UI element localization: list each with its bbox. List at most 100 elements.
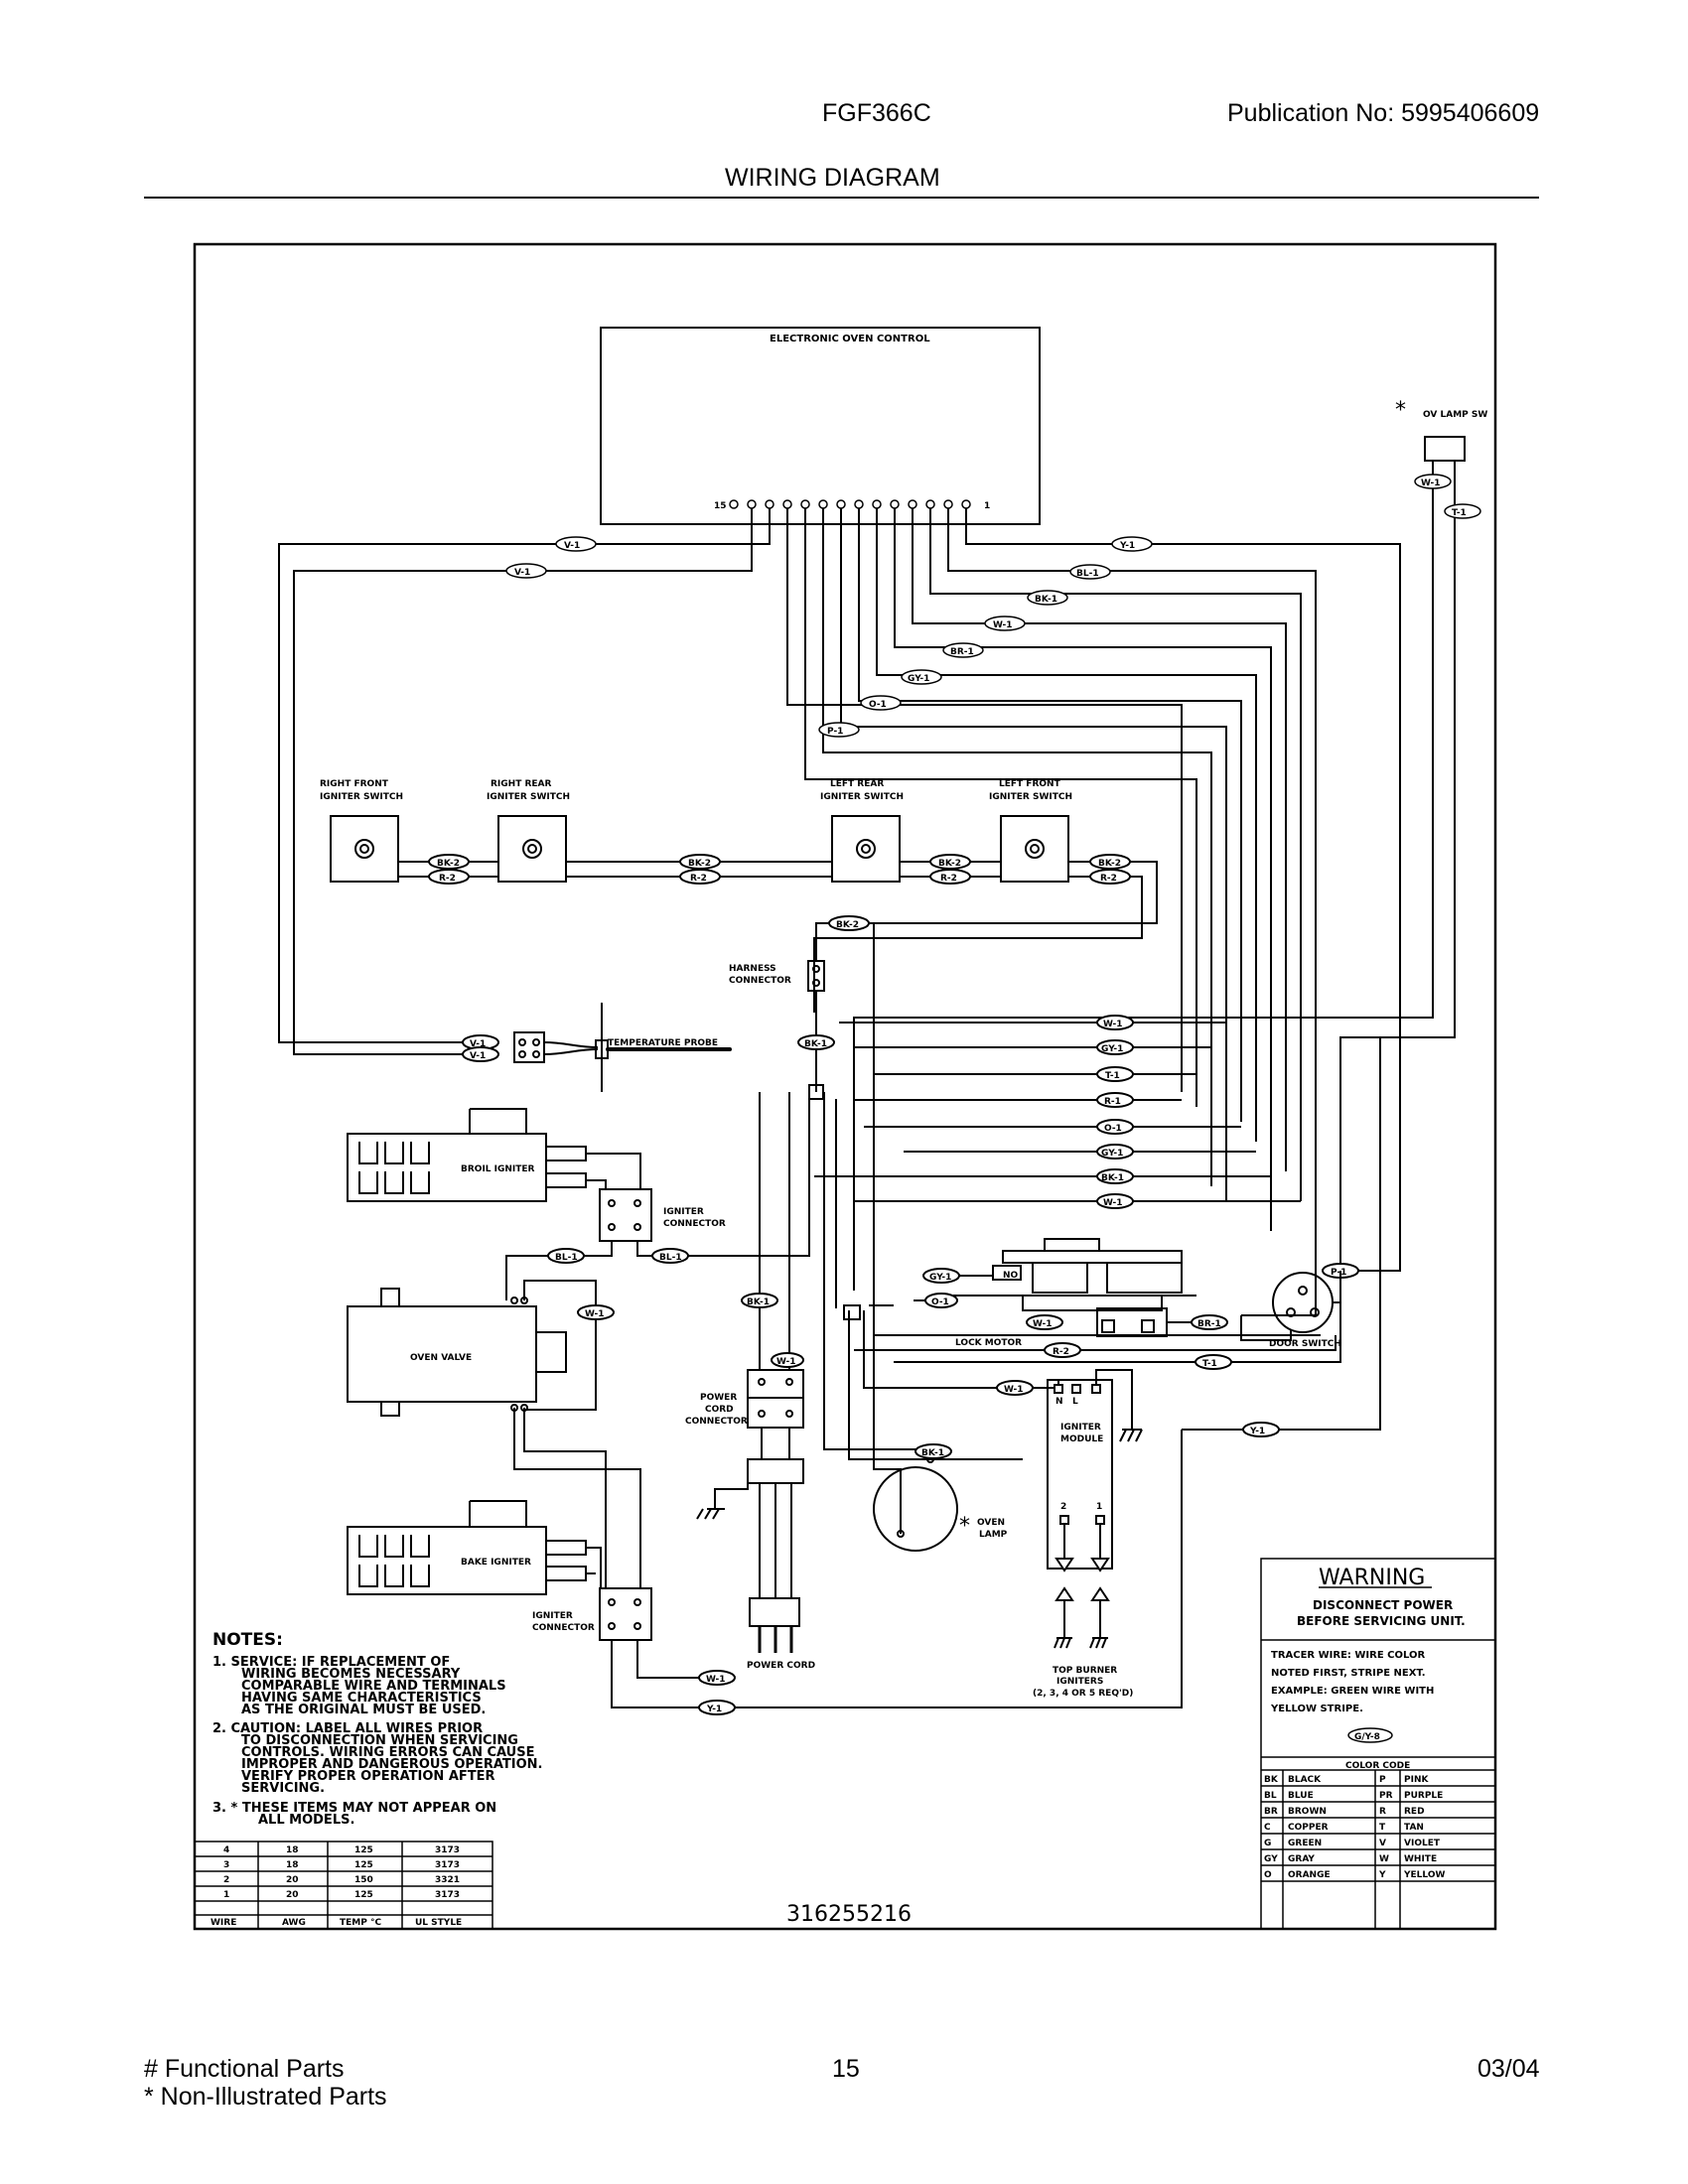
igniter-module-label-2: MODULE (1060, 1434, 1103, 1444)
top-burner-label-2: IGNITERS (1056, 1677, 1103, 1687)
module-1-label: 1 (1096, 1502, 1102, 1512)
tag-w1-bus: W-1 (1103, 1020, 1123, 1029)
header-rule (144, 197, 1539, 199)
note-1-line-4: HAVING SAME CHARACTERISTICS (241, 1691, 482, 1706)
tracer-example-tag: G/Y-8 (1354, 1732, 1380, 1742)
igniter-conn-2-label-1: IGNITER (532, 1611, 573, 1621)
note-1-line-3: COMPARABLE WIRE AND TERMINALS (241, 1679, 506, 1694)
wire-table-r1-c1: 4 (223, 1845, 229, 1855)
note-1-line-5: AS THE ORIGINAL MUST BE USED. (241, 1703, 486, 1717)
tag-o1-a: O-1 (869, 700, 887, 710)
rr-switch-label-1: RIGHT REAR (491, 779, 552, 789)
top-burner-label-3: (2, 3, 4 OR 5 REQ'D) (1033, 1689, 1133, 1699)
cc-r6-code: W (1379, 1854, 1389, 1864)
tag-gy1-a: GY-1 (908, 674, 929, 684)
color-code-title: COLOR CODE (1345, 1761, 1410, 1771)
tag-bk2-d: BK-2 (1098, 859, 1121, 869)
lr-switch (831, 815, 901, 883)
tag-t1-lamp: T-1 (1452, 508, 1467, 518)
electronic-oven-control: ELECTRONIC OVEN CONTROL 15 1 (600, 327, 1041, 525)
warning-title: WARNING (1319, 1566, 1425, 1590)
igniter-module-label-1: IGNITER (1060, 1423, 1101, 1433)
igniter-conn-1-label-1: IGNITER (663, 1207, 704, 1217)
footer-date: 03/04 (1477, 2055, 1540, 2083)
note-2-line-4: IMPROPER AND DANGEROUS OPERATION. (241, 1757, 542, 1772)
oven-lamp: BK-1 * OVEN LAMP (823, 1092, 1008, 1552)
tag-r2-b: R-2 (690, 874, 707, 884)
cc-l5-name: GREEN (1288, 1839, 1322, 1848)
tag-br1-lock: BR-1 (1197, 1319, 1221, 1329)
notes-section: NOTES: 1. SERVICE: IF REPLACEMENT OF WIR… (212, 1630, 542, 1828)
oven-valve-label: OVEN VALVE (410, 1353, 472, 1363)
warning-line-1: DISCONNECT POWER (1313, 1598, 1453, 1612)
power-cord-conn-label-3: CONNECTOR (685, 1417, 748, 1427)
tag-bk2-b: BK-2 (688, 859, 711, 869)
tag-br1-a: BR-1 (950, 647, 974, 657)
cc-r4-code: T (1379, 1823, 1386, 1833)
tag-bl1-a: BL-1 (1076, 569, 1099, 579)
tag-bl1-broil-b: BL-1 (659, 1253, 682, 1263)
note-1-line-1: 1. SERVICE: IF REPLACEMENT OF (212, 1655, 450, 1670)
lr-switch-label-1: LEFT REAR (830, 779, 884, 789)
note-2-line-5: VERIFY PROPER OPERATION AFTER (241, 1769, 495, 1784)
tag-gy1-lock: GY-1 (929, 1273, 951, 1283)
diagram-frame (193, 242, 1497, 1931)
tag-t1-door: T-1 (1202, 1359, 1217, 1369)
rf-switch-label-2: IGNITER SWITCH (320, 792, 403, 802)
non-illustrated-parts-note: * Non-Illustrated Parts (144, 2083, 387, 2111)
rr-switch-label-2: IGNITER SWITCH (487, 792, 570, 802)
bake-igniter: BAKE IGNITER IGNITER CONNECTOR W-1 Y-1 (347, 1430, 1183, 1715)
cc-r1-name: PINK (1404, 1775, 1429, 1785)
power-cord-conn-label-2: CORD (705, 1405, 734, 1415)
tag-r1-bus: R-1 (1104, 1097, 1121, 1107)
terminal-15-label: 15 (714, 501, 727, 511)
wire-spec-table: 4 18 125 3173 3 18 125 3173 2 20 150 332… (194, 1841, 493, 1930)
probe-label: TEMPERATURE PROBE (608, 1038, 718, 1048)
tag-bk1-a: BK-1 (1035, 595, 1057, 605)
tag-w1-valve: W-1 (585, 1309, 605, 1319)
cc-l6-name: GRAY (1288, 1854, 1315, 1864)
note-3-line-1: 3. * THESE ITEMS MAY NOT APPEAR ON (212, 1801, 496, 1816)
broil-label: BROIL IGNITER (461, 1164, 535, 1174)
tag-gy1-bus-b: GY-1 (1101, 1149, 1123, 1159)
note-1-line-2: WIRING BECOMES NECESSARY (241, 1667, 461, 1682)
oven-lamp-label-2: LAMP (979, 1530, 1008, 1540)
door-switch-label: DOOR SWITCH (1269, 1339, 1341, 1349)
notes-title: NOTES: (212, 1630, 283, 1650)
cc-l4-name: COPPER (1288, 1823, 1329, 1833)
oven-lamp-switch: * OV LAMP SW (1395, 398, 1487, 462)
tag-y1-a: Y-1 (1119, 541, 1135, 551)
oven-lamp-star: * (959, 1514, 970, 1539)
tag-w1-module: W-1 (1004, 1385, 1024, 1395)
cc-l7-name: ORANGE (1288, 1870, 1331, 1880)
module-n-label: N (1055, 1397, 1063, 1407)
tag-y1-module: Y-1 (1249, 1427, 1265, 1436)
wire-table-r3-c4: 3321 (435, 1875, 460, 1885)
tag-v1-a: V-1 (564, 541, 580, 551)
tag-o1-lock: O-1 (931, 1297, 949, 1307)
wire-table-r4-c2: 20 (286, 1890, 299, 1900)
tag-w1-lock: W-1 (1033, 1319, 1053, 1329)
cc-l7-code: O (1264, 1870, 1272, 1880)
cc-r5-code: V (1379, 1839, 1386, 1848)
rf-switch-label-1: RIGHT FRONT (320, 779, 389, 789)
control-label: ELECTRONIC OVEN CONTROL (770, 334, 930, 344)
tag-gy1-bus: GY-1 (1101, 1044, 1123, 1054)
wire-table-r2-c1: 3 (223, 1860, 229, 1870)
lf-switch (1000, 815, 1069, 883)
wire-table-header-temp: TEMP °C (340, 1918, 381, 1928)
tag-r2-door: R-2 (1053, 1347, 1069, 1357)
tag-bk1-lamp: BK-1 (921, 1448, 944, 1458)
tag-y1-bake: Y-1 (706, 1705, 722, 1714)
tag-bk1-cord: BK-1 (747, 1297, 770, 1307)
tag-w1-bake: W-1 (706, 1675, 726, 1685)
tag-bl1-broil-a: BL-1 (555, 1253, 578, 1263)
cc-l6-code: GY (1264, 1854, 1278, 1864)
wire-table-r1-c3: 125 (354, 1845, 373, 1855)
wire-table-header-ul: UL STYLE (415, 1918, 462, 1928)
igniter-module: N L IGNITER MODULE 2 1 W-1 TOP BURNER IG… (863, 1037, 1381, 1699)
cc-l5-code: G (1264, 1839, 1271, 1848)
wire-table-r4-c4: 3173 (435, 1890, 460, 1900)
tag-r2-c: R-2 (940, 874, 957, 884)
publication-number: Publication No: 5995406609 (1227, 99, 1540, 127)
